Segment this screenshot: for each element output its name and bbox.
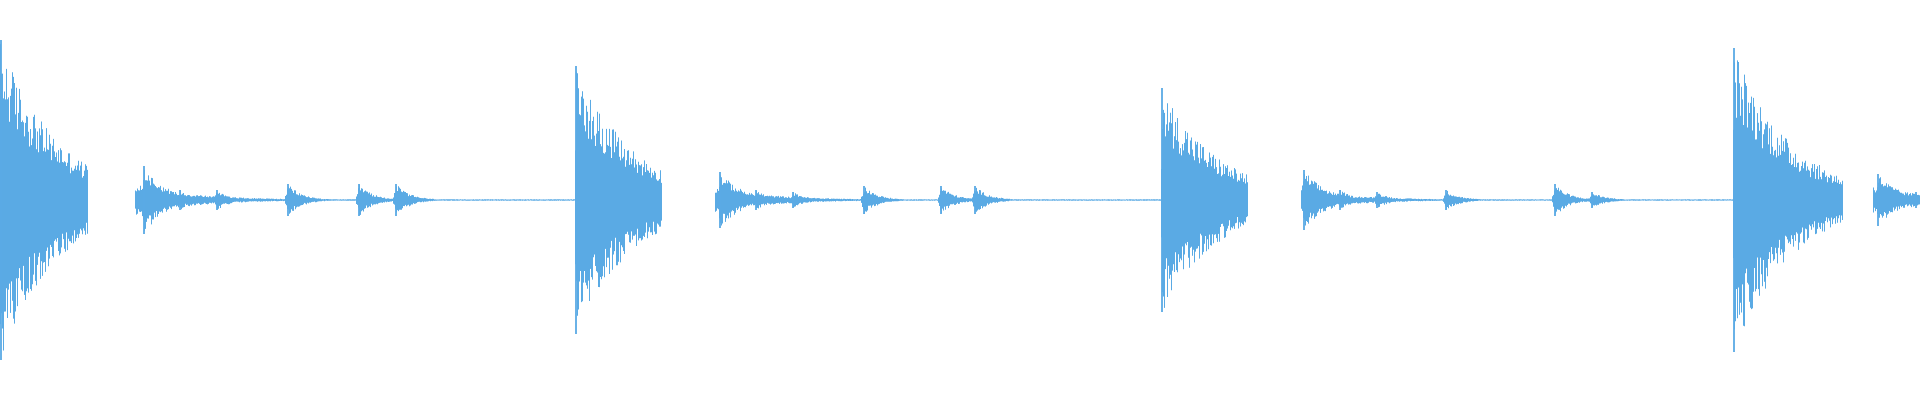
ghost-transient (1339, 190, 1341, 210)
ghost-transient (216, 190, 218, 210)
ghost-transient (974, 186, 976, 214)
hit-transient (1877, 174, 1879, 226)
ghost-transient (287, 184, 289, 216)
hit-transient (719, 172, 721, 228)
ghost-transient (395, 184, 397, 216)
ghost-transient (1915, 192, 1917, 208)
ghost-transient (940, 186, 942, 214)
ghost-transient (179, 190, 181, 210)
ghost-transient (1554, 184, 1556, 216)
ghost-transient (792, 192, 794, 208)
kick-transient (575, 66, 577, 334)
ghost-transient (358, 184, 360, 216)
ghost-transient (1445, 190, 1447, 210)
kick-transient (0, 40, 2, 360)
hit-transient (143, 166, 145, 234)
ghost-transient (755, 190, 757, 210)
waveform-transients (0, 40, 1920, 360)
kick-transient (1161, 88, 1163, 312)
hit-transient (1303, 170, 1305, 230)
ghost-transient (1376, 192, 1378, 208)
kick-transient (1733, 48, 1735, 352)
ghost-transient (1591, 192, 1593, 208)
ghost-transient (863, 186, 865, 214)
